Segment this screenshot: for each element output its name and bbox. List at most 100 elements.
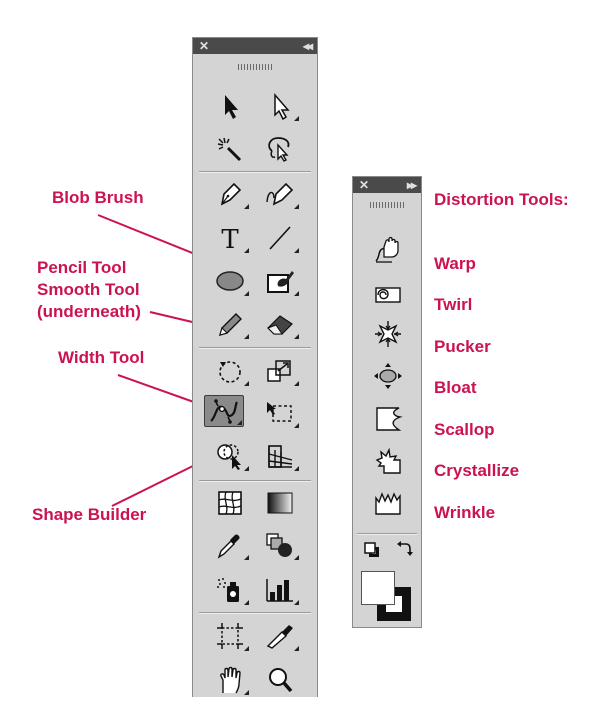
crystallize-tool[interactable] — [368, 444, 408, 478]
eraser-tool[interactable] — [260, 308, 300, 340]
line-segment-icon — [269, 226, 291, 250]
rotate-icon — [219, 361, 241, 383]
slice-knife-icon — [266, 625, 293, 649]
selection-arrow-icon — [225, 95, 238, 119]
hand-tool[interactable] — [210, 664, 250, 696]
line-segment-tool[interactable] — [260, 222, 300, 254]
label-wrinkle: Wrinkle — [434, 503, 496, 522]
warp-icon — [375, 236, 399, 263]
zoom-tool[interactable] — [260, 664, 300, 696]
artboard-icon — [217, 623, 243, 649]
mesh-tool[interactable] — [210, 487, 250, 519]
lasso-icon — [268, 137, 290, 162]
bloat-tool[interactable] — [368, 359, 408, 393]
direct-selection-tool[interactable] — [260, 90, 300, 122]
magnifier-icon — [269, 668, 293, 693]
default-fill-stroke-button[interactable] — [362, 540, 382, 560]
lasso-tool[interactable] — [260, 132, 300, 164]
ellipse-tool[interactable] — [210, 265, 250, 297]
callout-underneath: (underneath) — [37, 302, 141, 321]
label-twirl: Twirl — [434, 295, 473, 314]
separator — [199, 347, 311, 349]
eyedropper-tool[interactable] — [210, 529, 250, 561]
shape-builder-icon — [217, 444, 241, 470]
panel-grip[interactable] — [238, 64, 272, 70]
tools-panel: ✕ ◂◂ T — [192, 37, 318, 697]
type-tool[interactable]: T — [210, 222, 250, 254]
artboard-tool[interactable] — [210, 620, 250, 652]
mesh-icon — [218, 491, 242, 515]
pen-tool[interactable] — [210, 178, 250, 210]
svg-text:T: T — [221, 225, 239, 252]
warp-tool[interactable] — [368, 233, 408, 267]
gradient-icon — [267, 492, 293, 514]
pucker-tool[interactable] — [368, 317, 408, 351]
default-colors-icon — [364, 542, 379, 557]
scale-icon — [267, 360, 291, 382]
magic-wand-tool[interactable] — [210, 132, 250, 164]
slice-tool[interactable] — [260, 620, 300, 652]
ellipse-icon — [216, 271, 244, 291]
scallop-icon — [376, 407, 403, 431]
free-transform-tool[interactable] — [260, 397, 300, 429]
pen-nib-icon — [220, 182, 242, 206]
scallop-tool[interactable] — [368, 402, 408, 436]
collapse-icon[interactable]: ◂◂ — [302, 39, 313, 53]
width-tool[interactable] — [204, 395, 244, 427]
width-tool-icon — [210, 399, 238, 424]
crystallize-icon — [375, 447, 401, 474]
expand-icon[interactable]: ▸▸ — [406, 178, 417, 192]
label-pucker: Pucker — [434, 337, 491, 356]
column-graph-icon — [266, 579, 293, 602]
label-bloat: Bloat — [434, 378, 477, 397]
symbol-sprayer-icon — [217, 578, 239, 602]
separator — [199, 612, 311, 614]
blob-brush-tool[interactable] — [260, 265, 300, 297]
callout-shape-builder: Shape Builder — [32, 505, 147, 524]
fill-swatch[interactable] — [361, 571, 395, 605]
eyedropper-icon — [217, 534, 240, 559]
blob-brush-icon — [267, 271, 294, 293]
type-t-icon: T — [221, 225, 239, 252]
pencil-icon — [218, 313, 242, 337]
column-graph-tool[interactable] — [260, 574, 300, 606]
free-transform-icon — [267, 402, 292, 422]
label-crystallize: Crystallize — [434, 461, 520, 480]
distortion-panel-titlebar[interactable]: ✕ ▸▸ — [353, 177, 421, 193]
symbol-sprayer-tool[interactable] — [210, 574, 250, 606]
twirl-tool[interactable] — [368, 276, 408, 310]
wrinkle-tool[interactable] — [368, 486, 408, 520]
selection-tool[interactable] — [210, 90, 250, 122]
distortion-tools-heading: Distortion Tools: — [434, 190, 569, 209]
magic-wand-icon — [217, 137, 242, 162]
gradient-tool[interactable] — [260, 487, 300, 519]
pencil-tool[interactable] — [210, 308, 250, 340]
separator — [357, 533, 417, 535]
close-icon[interactable]: ✕ — [199, 39, 210, 53]
callout-width-tool: Width Tool — [58, 348, 145, 367]
close-icon[interactable]: ✕ — [359, 178, 370, 192]
blend-tool[interactable] — [260, 529, 300, 561]
hand-icon — [220, 666, 241, 694]
distortion-tools-panel: ✕ ▸▸ — [352, 176, 422, 628]
twirl-icon — [375, 287, 401, 303]
wrinkle-icon — [375, 492, 401, 515]
swap-fill-stroke-button[interactable] — [394, 540, 414, 560]
bloat-icon — [374, 363, 402, 389]
rotate-tool[interactable] — [210, 355, 250, 387]
curvature-tool[interactable] — [260, 178, 300, 210]
perspective-grid-tool[interactable] — [260, 440, 300, 472]
pucker-icon — [375, 321, 401, 347]
tools-panel-titlebar[interactable]: ✕ ◂◂ — [193, 38, 317, 54]
direct-selection-arrow-icon — [274, 92, 290, 120]
eraser-icon — [267, 315, 293, 335]
callout-smooth-tool: Smooth Tool — [37, 280, 140, 299]
panel-grip[interactable] — [370, 202, 404, 208]
swap-arrows-icon — [397, 541, 413, 556]
separator — [199, 171, 311, 173]
shape-builder-tool[interactable] — [210, 440, 250, 472]
perspective-grid-icon — [268, 445, 293, 468]
separator — [199, 480, 311, 482]
scale-tool[interactable] — [260, 355, 300, 387]
label-warp: Warp — [434, 254, 476, 273]
